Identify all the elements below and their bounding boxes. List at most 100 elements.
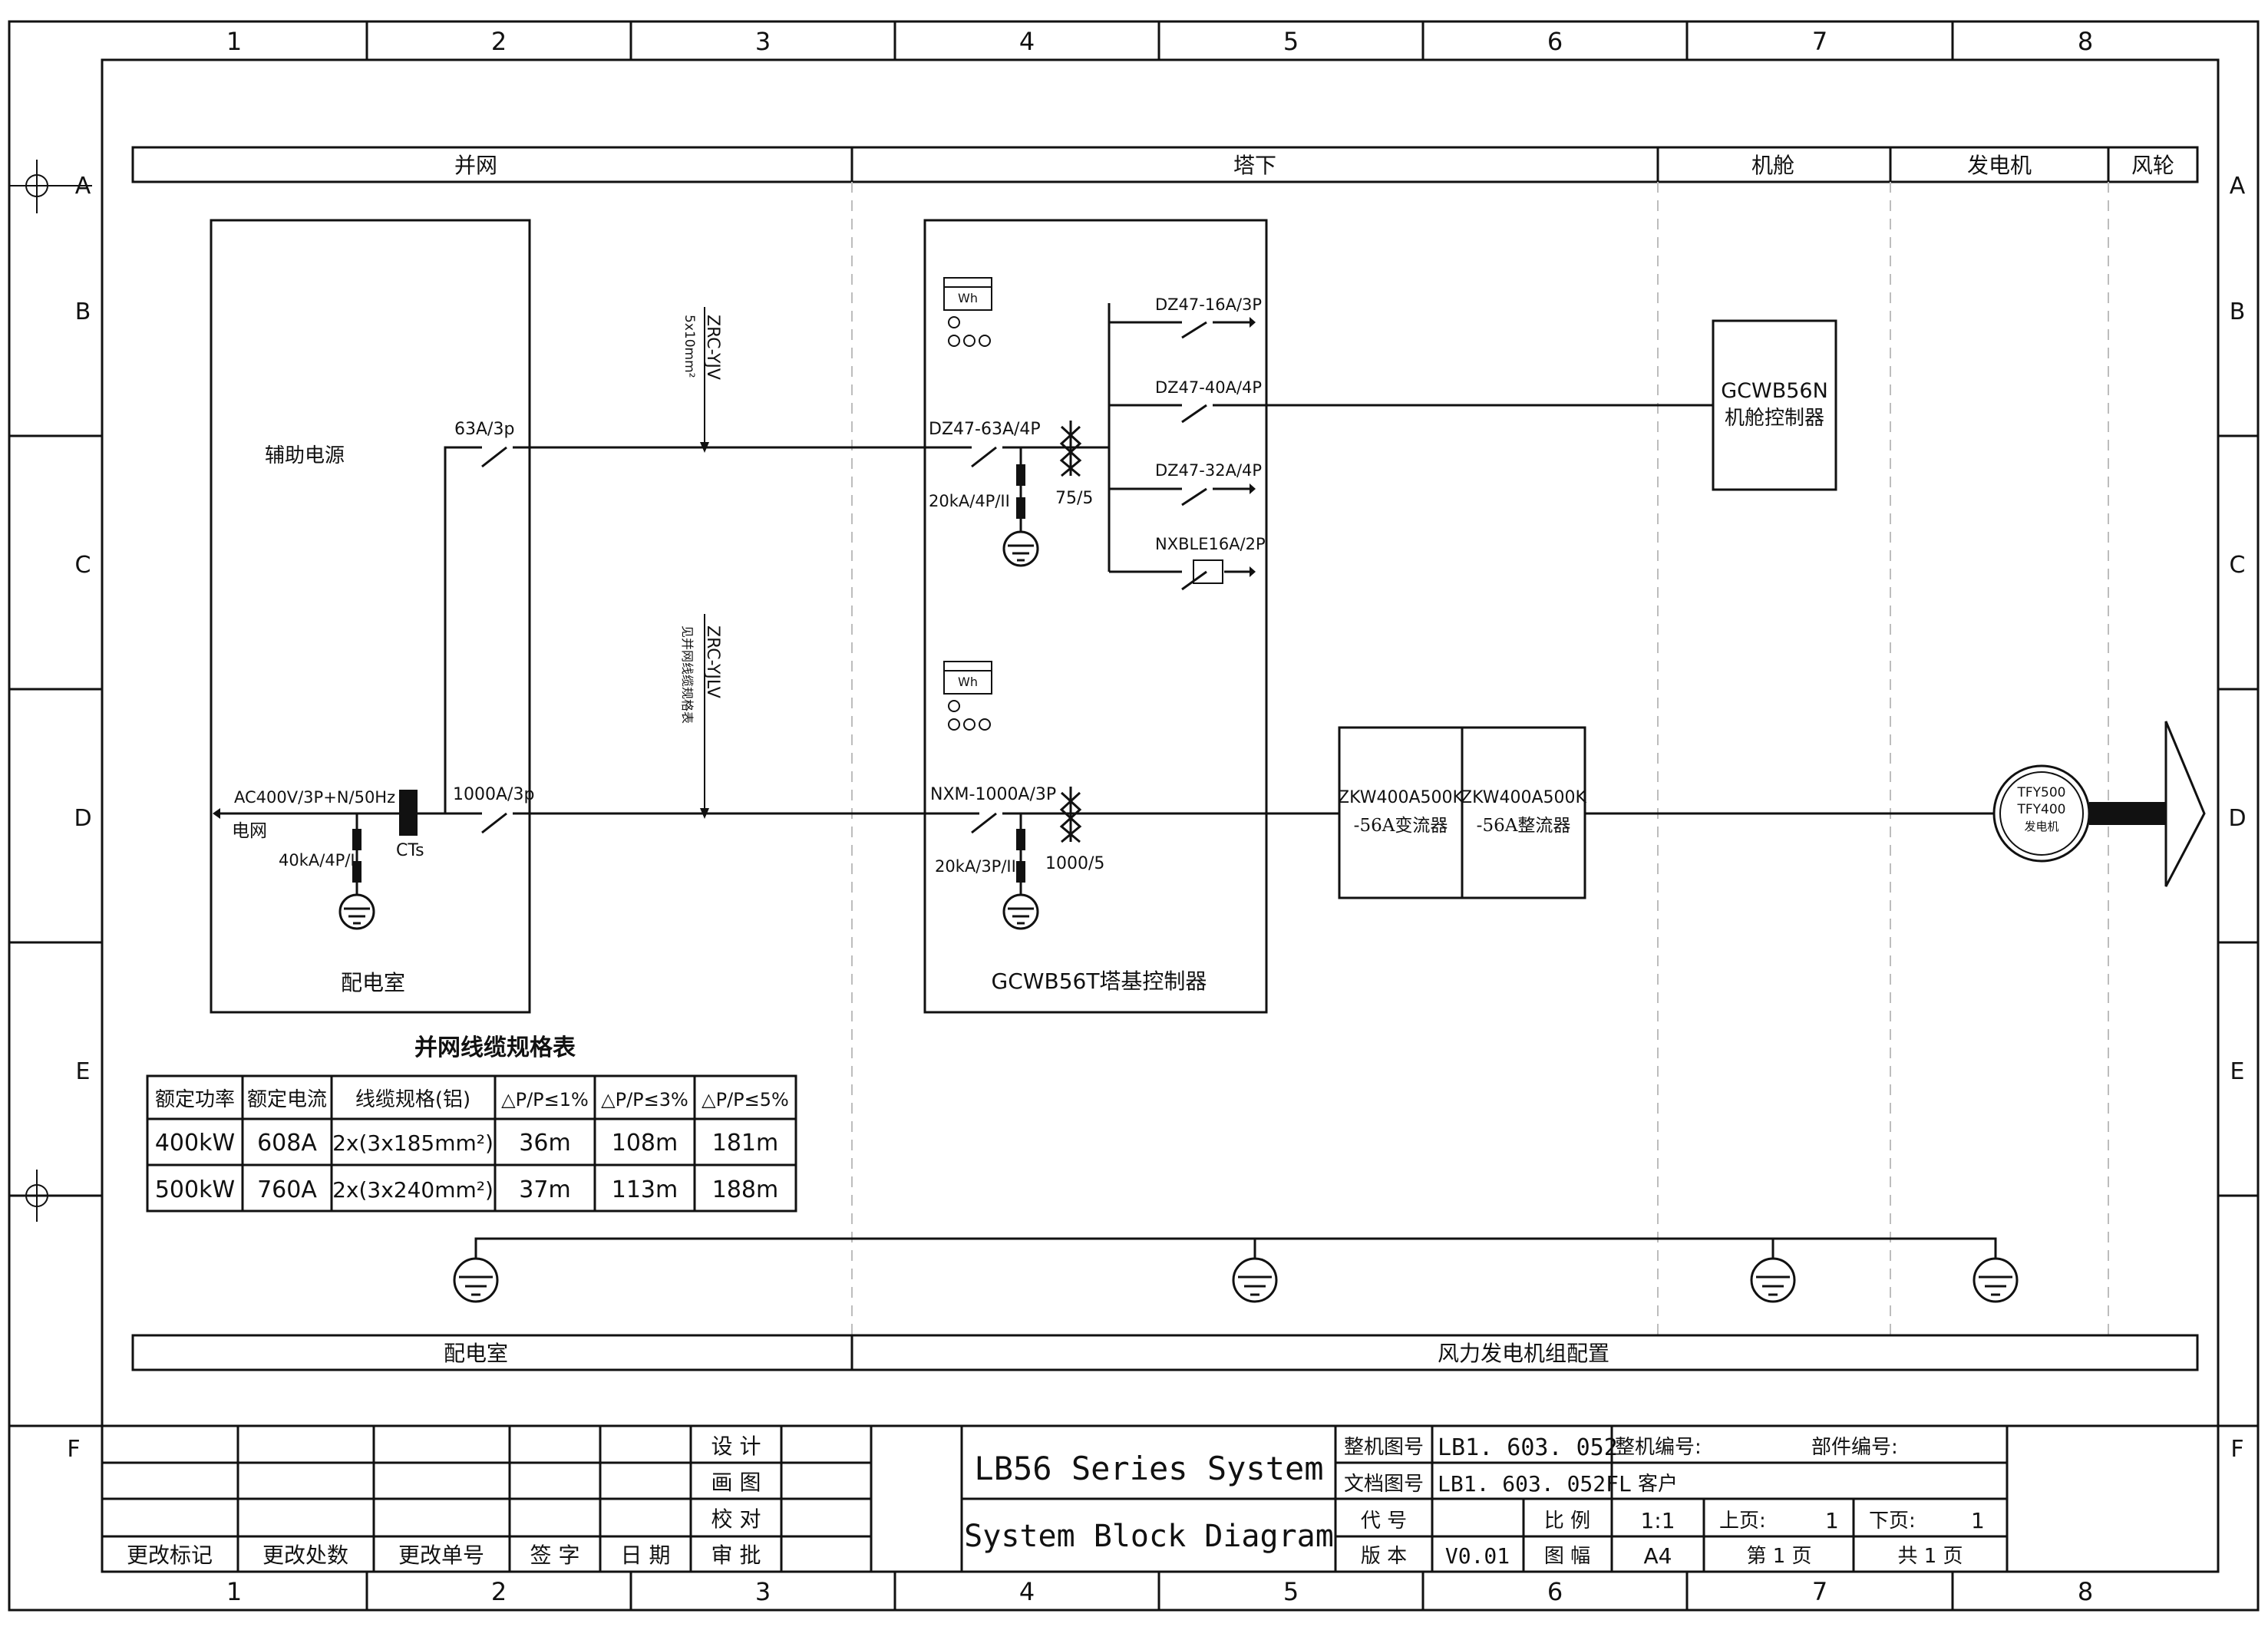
zone-header-band <box>131 146 2199 183</box>
tower-controller-box <box>923 219 1268 1014</box>
lower-breaker-label: NXM-1000A/3P <box>930 785 1056 804</box>
ground-icon <box>1750 1257 1796 1303</box>
col-label: 6 <box>1547 1577 1563 1606</box>
revision-header: 更改标记 <box>127 1543 213 1568</box>
drawing-title-line1: LB56 Series System <box>974 1450 1323 1487</box>
row-label: D <box>74 805 91 832</box>
upper-ct-label: 75/5 <box>1055 489 1093 508</box>
zone-rotor: 风轮 <box>2131 153 2174 178</box>
nacelle-controller-name: 机舱控制器 <box>1725 407 1824 430</box>
col-label: 5 <box>1283 1577 1299 1606</box>
drawing-no-label: 整机图号 <box>1344 1436 1424 1459</box>
ct-block <box>399 790 418 836</box>
next-page-value: 1 <box>1971 1508 1985 1533</box>
row-label: E <box>2230 1058 2245 1085</box>
zone-generator: 发电机 <box>1967 153 2032 178</box>
drawing-title-line2: System Block Diagram <box>964 1519 1334 1554</box>
current-transformer-icon <box>1059 421 1082 477</box>
part-no-label: 部件编号: <box>1811 1436 1898 1459</box>
crosshair-mark-top <box>9 160 92 213</box>
lower-spd-label: 20kA/3P/II <box>935 857 1016 876</box>
cable-table-header: △P/P≤1% <box>501 1089 589 1110</box>
table-cell: 37m <box>519 1176 570 1203</box>
table-cell: 181m <box>712 1130 778 1157</box>
row-label: B <box>2230 299 2246 325</box>
distribution-room-box <box>210 219 531 1014</box>
zone-wind-turbine-config: 风力发电机组配置 <box>1438 1341 1609 1366</box>
ground-icon <box>1232 1257 1278 1303</box>
generator-icon: TFY500 TFY400 发电机 <box>1992 764 2091 863</box>
col-label: 8 <box>2078 1577 2093 1606</box>
version-label: 版 本 <box>1361 1545 1407 1568</box>
main-cable-note: 见并网线缆规格表 <box>680 625 695 724</box>
col-label: 3 <box>755 27 771 56</box>
ground-icon <box>338 893 375 930</box>
energy-meter-icon: Wh <box>943 277 992 347</box>
row-ticks <box>9 434 2258 1427</box>
row-label: E <box>76 1058 91 1085</box>
col-label: 8 <box>2078 27 2093 56</box>
svg-text:发电机: 发电机 <box>2024 820 2058 833</box>
rectifier-box <box>1461 726 1586 899</box>
svg-text:TFY400: TFY400 <box>2017 802 2066 817</box>
distribution-room-label: 配电室 <box>341 970 405 995</box>
row-label: F <box>67 1436 80 1463</box>
cable-table-header: △P/P≤5% <box>702 1089 789 1110</box>
upper-breaker-label: DZ47-63A/4P <box>929 420 1041 439</box>
row-label: C <box>75 552 91 579</box>
zone-dividers <box>851 182 2109 1335</box>
cable-table-header: 线缆规格(铝) <box>355 1088 470 1111</box>
table-cell: 188m <box>712 1176 778 1203</box>
col-label: 7 <box>1812 1577 1827 1606</box>
row-label: F <box>2230 1436 2243 1463</box>
col-label: 4 <box>1019 1577 1035 1606</box>
outer-frame <box>8 20 2260 1612</box>
lower-ct-label: 1000/5 <box>1045 854 1104 873</box>
drawing-no: LB1. 603. 052 <box>1438 1434 1618 1461</box>
doc-no-label: 文档图号 <box>1344 1473 1424 1496</box>
table-cell: 400kW <box>155 1130 235 1157</box>
cable-table-header: 额定电流 <box>247 1088 327 1111</box>
zone-tower-base: 塔下 <box>1233 153 1276 178</box>
version-value: V0.01 <box>1445 1543 1510 1569</box>
machine-no-label: 整机编号: <box>1615 1436 1702 1459</box>
customer-label: 客户 <box>1638 1473 1678 1496</box>
code-label: 代 号 <box>1361 1510 1407 1533</box>
format-label: 图 幅 <box>1544 1545 1590 1568</box>
row-labels-left: A B C D E F <box>67 173 91 1463</box>
cable-table-title: 并网线缆规格表 <box>414 1034 576 1061</box>
total-sheets: 共 1 页 <box>1897 1545 1963 1568</box>
main-cable-type: ZRC-YJLV <box>703 625 722 698</box>
aux-cable-size: 5x10mm² <box>682 315 697 378</box>
upper-spd-label: 20kA/4P/II <box>929 492 1010 510</box>
table-cell: 2x(3x185mm²) <box>332 1130 494 1156</box>
cable-table-header: 额定功率 <box>155 1088 235 1111</box>
next-page-label: 下页: <box>1869 1510 1916 1533</box>
approval-label: 校 对 <box>711 1506 761 1532</box>
ground-icon <box>1973 1257 2019 1303</box>
nacelle-controller-box <box>1712 319 1837 491</box>
energy-meter-icon: Wh <box>943 661 992 731</box>
aux-power-label: 辅助电源 <box>265 444 345 467</box>
spd-label: 40kA/4P/I <box>279 851 355 869</box>
branch-breaker-4: NXBLE16A/2P <box>1155 535 1266 553</box>
revision-header: 更改处数 <box>262 1543 348 1568</box>
prev-page-label: 上页: <box>1719 1510 1766 1533</box>
column-labels-top: 1 2 3 4 5 6 7 8 <box>226 27 2093 56</box>
table-cell: 760A <box>257 1176 317 1203</box>
rectifier-label-1: ZKW400A500K <box>1461 788 1586 807</box>
tower-controller-title: GCWB56T塔基控制器 <box>992 968 1207 994</box>
branch-breaker-3: DZ47-32A/4P <box>1155 461 1262 480</box>
zone-footer-band <box>131 1334 2199 1371</box>
prev-page-value: 1 <box>1825 1508 1839 1533</box>
zone-distribution-room: 配电室 <box>444 1341 508 1366</box>
table-cell: 36m <box>519 1130 570 1157</box>
revision-header: 更改单号 <box>398 1543 484 1568</box>
approval-label: 画 图 <box>711 1470 761 1495</box>
grid-label: 电网 <box>232 821 267 841</box>
aux-feeder-line <box>444 446 482 813</box>
table-cell: 608A <box>257 1130 317 1157</box>
branch-breaker-1: DZ47-16A/3P <box>1155 295 1262 314</box>
ct-label: CTs <box>396 841 424 860</box>
